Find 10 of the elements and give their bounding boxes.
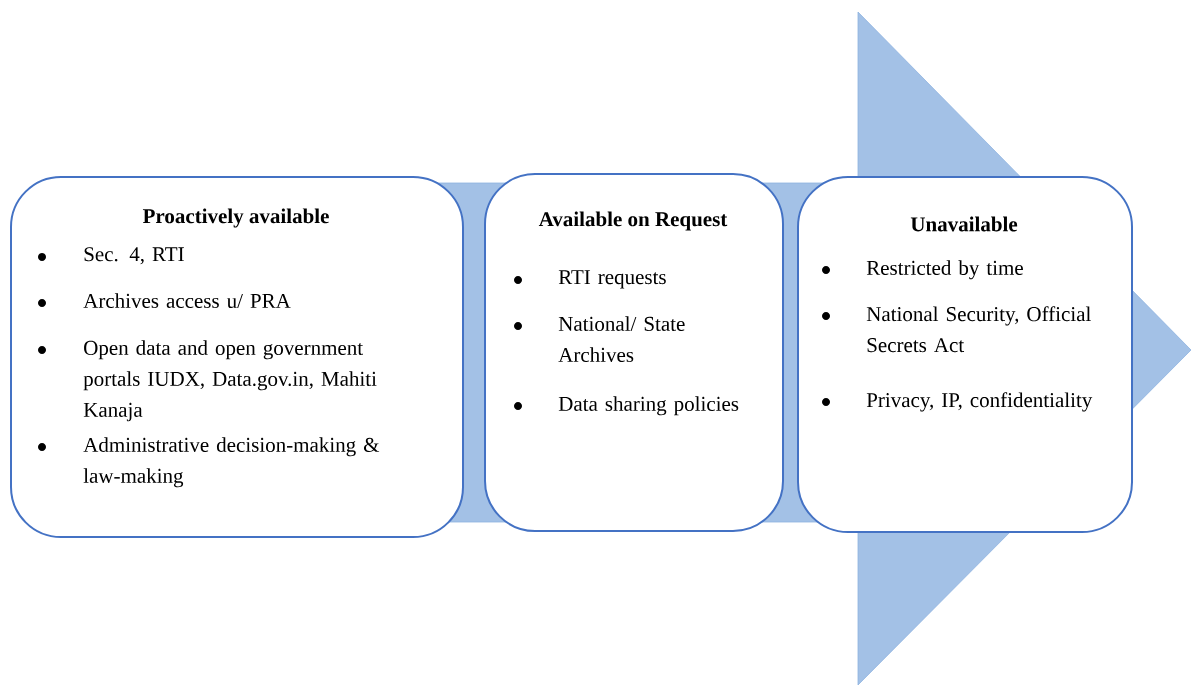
bullet-item: Data sharing policies <box>558 396 739 416</box>
bullet-item: Restricted by time <box>866 260 1023 280</box>
bullet-item: Archives access u/ PRA <box>83 293 291 308</box>
bullet-item: National/ State Archives <box>558 316 685 362</box>
bullet-item: National Security, Official Secrets Act <box>866 306 1091 353</box>
bullet-item: Sec. 4, RTI <box>84 247 184 265</box>
bullet-item: RTI requests <box>558 270 666 289</box>
bullet-item: Open data and open government portals IUDX, Data.gov.in, Mahiti Kanaja <box>83 340 377 422</box>
bullet-item: Privacy, IP, confidentiality <box>866 392 1093 412</box>
bullet-item: Administrative decision-making & law-making <box>83 437 380 488</box>
